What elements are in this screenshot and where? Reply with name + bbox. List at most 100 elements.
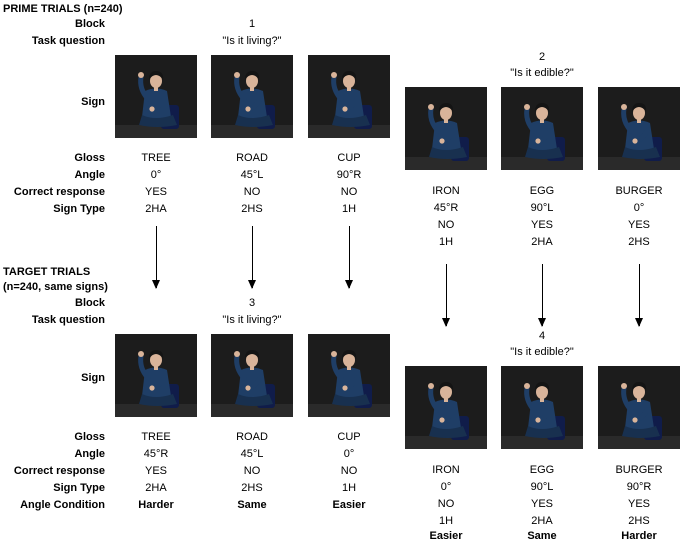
target-gloss-tree: TREE (141, 431, 171, 443)
prime-signtype-burger: 2HS (628, 236, 650, 248)
target-condition-cup: Easier (332, 499, 366, 511)
target-signtype-tree: 2HA (145, 482, 167, 494)
prime-angle-iron: 45°R (433, 202, 459, 214)
target-trials-subheader: (n=240, same signs) (3, 281, 108, 293)
prime-signtype-cup: 1H (341, 203, 357, 215)
prime-gloss-cup: CUP (337, 152, 361, 164)
target-label-angle: Angle (74, 448, 105, 460)
target-gloss-egg: EGG (529, 464, 555, 476)
signer-figure (211, 55, 293, 138)
prime-gloss-iron: IRON (432, 185, 460, 197)
signer-figure (405, 87, 487, 170)
prime-sign-photo-tree (115, 55, 197, 138)
target-correct-cup: NO (340, 465, 358, 477)
prime-block2-number: 2 (538, 51, 546, 63)
target-signtype-burger: 2HS (628, 515, 650, 527)
target-gloss-iron: IRON (432, 464, 460, 476)
target-block4-number: 4 (538, 330, 546, 342)
target-correct-egg: YES (530, 498, 553, 510)
target-correct-road: NO (243, 465, 261, 477)
signer-figure (308, 55, 390, 138)
prime-correct-egg: YES (530, 219, 553, 231)
prime-sign-photo-burger (598, 87, 680, 170)
prime-label-signtype: Sign Type (53, 203, 105, 215)
signer-figure (308, 334, 390, 417)
target-angle-tree: 45°R (143, 448, 169, 460)
arrow-down-road (248, 226, 256, 289)
target-label-sign: Sign (81, 372, 105, 384)
prime-angle-cup: 90°R (336, 169, 362, 181)
prime-signtype-tree: 2HA (145, 203, 167, 215)
prime-sign-photo-cup (308, 55, 390, 138)
prime-sign-photo-egg (501, 87, 583, 170)
target-sign-photo-iron (405, 366, 487, 449)
prime-signtype-iron: 1H (438, 236, 454, 248)
target-gloss-cup: CUP (337, 431, 361, 443)
prime-angle-burger: 0° (633, 202, 645, 214)
prime-sign-photo-road (211, 55, 293, 138)
prime-sign-photo-iron (405, 87, 487, 170)
target-correct-iron: NO (437, 498, 455, 510)
prime-signtype-road: 2HS (241, 203, 263, 215)
prime-gloss-road: ROAD (236, 152, 268, 164)
target-label-condition: Angle Condition (20, 499, 105, 511)
target-label-correct: Correct response (13, 465, 105, 477)
target-signtype-road: 2HS (241, 482, 263, 494)
target-correct-tree: YES (144, 465, 167, 477)
target-condition-iron: Easier (429, 530, 463, 542)
signer-figure (115, 334, 197, 417)
target-condition-egg: Same (527, 530, 557, 542)
prime-label-gloss: Gloss (74, 152, 105, 164)
target-correct-burger: YES (627, 498, 650, 510)
target-gloss-burger: BURGER (615, 464, 663, 476)
target-trials-header: TARGET TRIALS (3, 266, 91, 278)
prime-label-angle: Angle (74, 169, 105, 181)
signer-figure (501, 87, 583, 170)
target-angle-egg: 90°L (530, 481, 554, 493)
signer-figure (501, 366, 583, 449)
signer-figure (598, 87, 680, 170)
prime-block1-question: "Is it living?" (222, 35, 282, 47)
target-block3-question: "Is it living?" (222, 314, 282, 326)
target-sign-photo-road (211, 334, 293, 417)
arrow-down-egg (538, 264, 546, 327)
target-signtype-iron: 1H (438, 515, 454, 527)
prime-signtype-egg: 2HA (531, 236, 553, 248)
prime-correct-iron: NO (437, 219, 455, 231)
target-condition-road: Same (237, 499, 267, 511)
prime-trials-header: PRIME TRIALS (n=240) (3, 3, 123, 15)
signer-figure (405, 366, 487, 449)
target-sign-photo-tree (115, 334, 197, 417)
prime-correct-tree: YES (144, 186, 167, 198)
prime-correct-burger: YES (627, 219, 650, 231)
target-label-signtype: Sign Type (53, 482, 105, 494)
prime-gloss-egg: EGG (529, 185, 555, 197)
target-block3-number: 3 (248, 297, 256, 309)
prime-block1-number: 1 (248, 18, 256, 30)
prime-gloss-burger: BURGER (615, 185, 663, 197)
target-signtype-cup: 1H (341, 482, 357, 494)
target-gloss-road: ROAD (236, 431, 268, 443)
signer-figure (598, 366, 680, 449)
target-sign-photo-egg (501, 366, 583, 449)
target-sign-photo-cup (308, 334, 390, 417)
prime-gloss-tree: TREE (141, 152, 171, 164)
prime-correct-cup: NO (340, 186, 358, 198)
arrow-down-cup (345, 226, 353, 289)
arrow-down-burger (635, 264, 643, 327)
target-signtype-egg: 2HA (531, 515, 553, 527)
target-block4-question: "Is it edible?" (510, 346, 574, 358)
target-angle-road: 45°L (240, 448, 264, 460)
target-label-block: Block (75, 297, 105, 309)
target-sign-photo-burger (598, 366, 680, 449)
target-angle-iron: 0° (440, 481, 452, 493)
prime-correct-road: NO (243, 186, 261, 198)
prime-block2-question: "Is it edible?" (510, 67, 574, 79)
target-condition-tree: Harder (138, 499, 174, 511)
target-angle-burger: 90°R (626, 481, 652, 493)
target-condition-burger: Harder (621, 530, 657, 542)
signer-figure (115, 55, 197, 138)
arrow-down-tree (152, 226, 160, 289)
prime-label-task: Task question (31, 35, 105, 47)
prime-angle-egg: 90°L (530, 202, 554, 214)
